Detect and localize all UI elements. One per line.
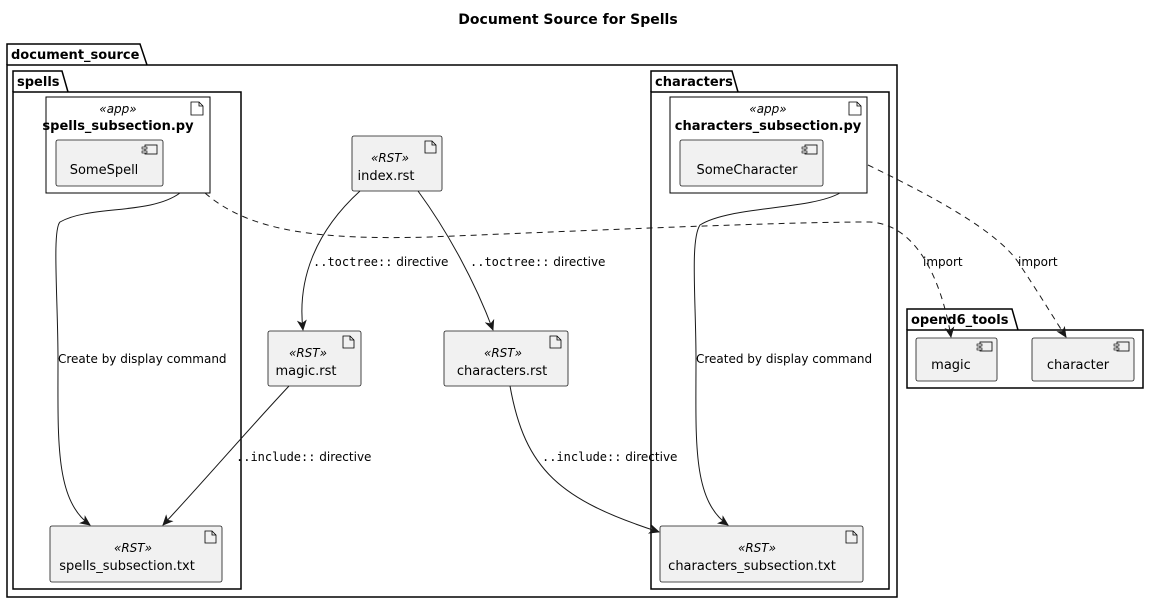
edge-label-include-magic: ..include:: directive bbox=[236, 450, 371, 464]
node-label: index.rst bbox=[358, 169, 415, 184]
document-icon bbox=[204, 530, 217, 544]
node-magic-rst: «RST» magic.rst bbox=[267, 330, 362, 387]
node-spells-subsection-txt: «RST» spells_subsection.txt bbox=[49, 525, 223, 583]
edge-toctree-characters bbox=[417, 190, 495, 331]
edge-import-magic bbox=[204, 192, 955, 338]
artifact-spells-subsection-py: «app» spells_subsection.py SomeSpell bbox=[42, 96, 211, 194]
document-icon bbox=[848, 101, 862, 116]
edge-label-include-characters: ..include:: directive bbox=[542, 450, 677, 464]
edge-toctree-magic bbox=[296, 190, 361, 331]
edge-import-character bbox=[867, 164, 1067, 338]
node-index-rst: «RST» index.rst bbox=[351, 135, 443, 192]
document-icon bbox=[342, 335, 355, 349]
stereotype: «RST» bbox=[484, 346, 522, 360]
node-characters-subsection-txt: «RST» characters_subsection.txt bbox=[659, 525, 864, 583]
package-label: spells bbox=[17, 75, 60, 90]
node-label: character bbox=[1047, 358, 1110, 373]
component-character: character bbox=[1031, 337, 1135, 382]
node-characters-rst: «RST» characters.rst bbox=[443, 330, 569, 387]
edge-label-create-spells: Create by display command bbox=[58, 352, 227, 366]
package-label: characters bbox=[655, 75, 733, 90]
edge-create-spells bbox=[55, 192, 181, 526]
edge-label-import-character: import bbox=[1018, 255, 1058, 269]
stereotype: «RST» bbox=[289, 346, 327, 360]
diagram-title: Document Source for Spells bbox=[458, 12, 677, 28]
document-icon bbox=[549, 335, 562, 349]
artifact-characters-subsection-py: «app» characters_subsection.py SomeChara… bbox=[669, 96, 868, 194]
artifact-label: characters_subsection.py bbox=[675, 119, 862, 134]
document-icon bbox=[190, 101, 204, 116]
edge-include-magic bbox=[162, 385, 290, 526]
package-label: opend6_tools bbox=[911, 313, 1009, 328]
stereotype: «RST» bbox=[738, 541, 776, 555]
stereotype: «app» bbox=[99, 102, 136, 116]
component-magic: magic bbox=[915, 337, 998, 382]
edge-label-toctree-characters: ..toctree:: directive bbox=[470, 255, 605, 269]
artifact-label: spells_subsection.py bbox=[42, 119, 194, 134]
component-icon bbox=[141, 144, 158, 155]
component-icon bbox=[1113, 341, 1130, 352]
edge-include-characters bbox=[509, 385, 660, 534]
document-icon bbox=[845, 530, 858, 544]
stereotype: «RST» bbox=[371, 151, 409, 165]
component-icon bbox=[801, 144, 818, 155]
edge-label-import-magic: import bbox=[923, 255, 963, 269]
stereotype: «RST» bbox=[114, 541, 152, 555]
node-label: magic bbox=[931, 358, 971, 373]
stereotype: «app» bbox=[749, 102, 786, 116]
node-label: characters.rst bbox=[457, 364, 547, 379]
edge-create-characters bbox=[693, 192, 841, 526]
component-some-character: SomeCharacter bbox=[696, 163, 798, 178]
document-icon bbox=[424, 140, 437, 154]
edge-label-create-characters: Created by display command bbox=[696, 352, 872, 366]
component-icon bbox=[976, 341, 993, 352]
package-label: document_source bbox=[11, 48, 140, 63]
edge-label-toctree-magic: ..toctree:: directive bbox=[313, 255, 448, 269]
component-some-spell: SomeSpell bbox=[70, 163, 139, 178]
node-label: characters_subsection.txt bbox=[668, 559, 836, 574]
node-label: magic.rst bbox=[276, 364, 337, 379]
node-label: spells_subsection.txt bbox=[59, 559, 195, 574]
